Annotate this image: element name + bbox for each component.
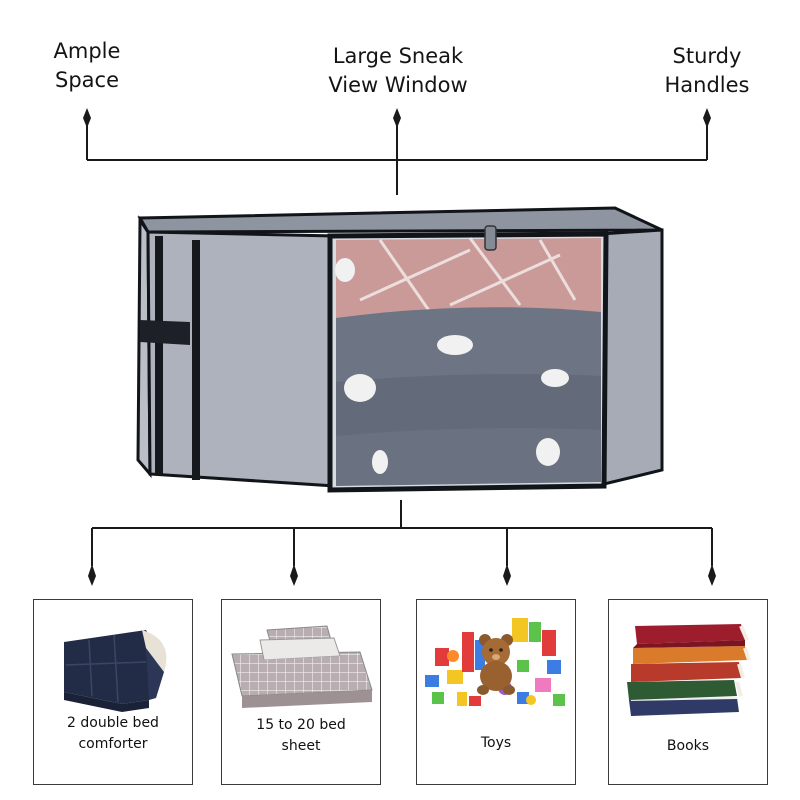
top-connector: [83, 108, 711, 195]
caption-line: Books: [666, 738, 710, 754]
caption-line: comforter: [78, 736, 148, 752]
use-caption: 2 double bed comforter: [34, 713, 192, 755]
caption-line: Toys: [480, 735, 512, 751]
comforter-icon: [64, 630, 167, 712]
bottom-connector: [88, 500, 716, 586]
caption-line: 15 to 20 bed: [256, 717, 346, 733]
use-caption: 15 to 20 bed sheet: [222, 715, 380, 757]
feature-label-line: Large Sneak: [332, 44, 464, 68]
caption-line: sheet: [281, 738, 321, 754]
feature-label-line: Handles: [664, 73, 750, 97]
toys-icon: [425, 618, 565, 706]
feature-label-sneak-view-window: Large Sneak View Window: [318, 42, 478, 100]
bed-sheet-icon: [231, 625, 373, 708]
feature-label-line: View Window: [328, 73, 468, 97]
use-card-comforter: 2 double bed comforter: [33, 599, 193, 785]
use-card-books: Books: [608, 599, 768, 785]
feature-label-line: Ample: [53, 39, 121, 63]
feature-label-line: Space: [55, 68, 119, 92]
feature-label-line: Sturdy: [672, 44, 742, 68]
use-caption: Toys: [417, 733, 575, 754]
caption-line: 2 double bed: [67, 715, 159, 731]
use-caption: Books: [609, 736, 767, 757]
feature-label-ample-space: Ample Space: [50, 37, 124, 95]
use-card-bed-sheet: 15 to 20 bed sheet: [221, 599, 381, 785]
storage-bag-illustration: [136, 206, 664, 493]
books-icon: [627, 624, 751, 716]
feature-label-sturdy-handles: Sturdy Handles: [660, 42, 754, 100]
use-card-toys: Toys: [416, 599, 576, 785]
